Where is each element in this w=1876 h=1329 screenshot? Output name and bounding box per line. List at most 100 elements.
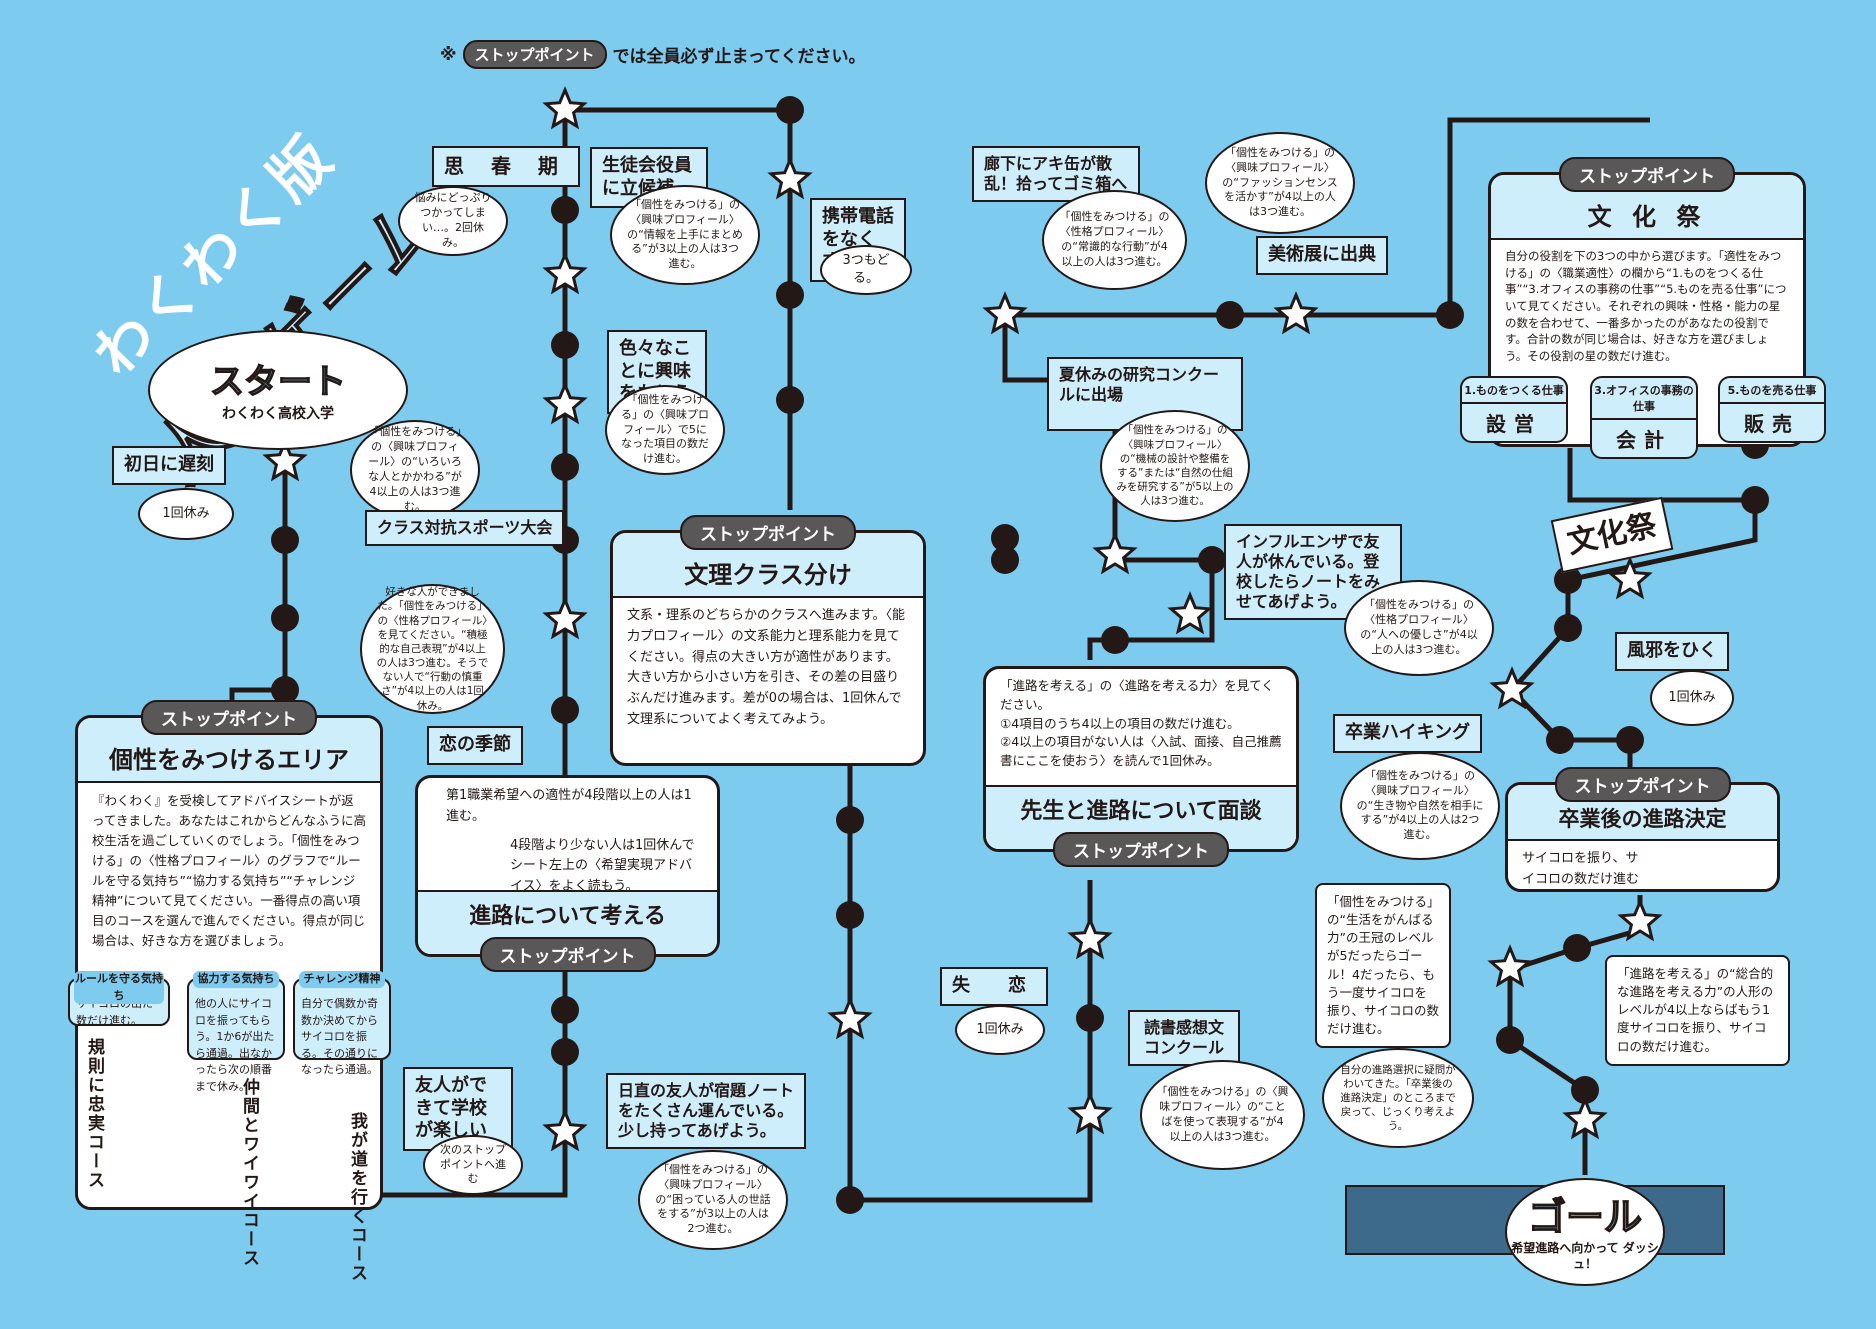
board-space-dot[interactable] <box>551 996 579 1024</box>
effect-sports: 「個性をみつける」の〈興味プロフィール〉の“いろいろな人とかかわる”が4以上の人… <box>350 420 480 520</box>
board-space-dot[interactable] <box>1216 301 1244 329</box>
board-space-dot[interactable] <box>1198 546 1226 574</box>
board-space-dot[interactable] <box>1554 566 1582 594</box>
board-space-dot[interactable] <box>991 546 1019 574</box>
board-event-star[interactable] <box>542 1108 588 1152</box>
stop-title: 進路について考える <box>418 890 717 954</box>
effect-interest: 「個性をみつける」の〈興味プロフィール〉で5になった項目の数だけ進む。 <box>605 385 725 475</box>
effect-cans: 「個性をみつける」の〈性格プロフィール〉の“常識的な行動”が4以上の人は3つ進む… <box>1042 190 1187 290</box>
board-space-dot[interactable] <box>776 281 804 309</box>
board-space-dot[interactable] <box>551 453 579 481</box>
effect-cold: 1回休み <box>1650 670 1734 726</box>
board-space-dot[interactable] <box>991 524 1019 552</box>
board-event-star[interactable] <box>542 381 588 425</box>
board-space-dot[interactable] <box>836 806 864 834</box>
effect-doubt: 自分の進路選択に疑問がわいてきた。「卒業後の進路決定」のところまで戻って、じっく… <box>1322 1048 1474 1148</box>
course-challenge[interactable]: チャレンジ精神 自分で偶数か奇数か決めてからサイコロを振る。その通りになったら通… <box>293 971 391 1076</box>
board-space-dot[interactable] <box>836 1186 864 1214</box>
board-event-star[interactable] <box>982 291 1028 335</box>
board-space-dot[interactable] <box>1563 934 1591 962</box>
board-event-star[interactable] <box>1562 1096 1608 1140</box>
space-essay[interactable]: 読書感想文コンクール <box>1128 1010 1240 1066</box>
board-event-star[interactable] <box>1489 666 1535 710</box>
board-space-dot[interactable] <box>776 96 804 124</box>
board-event-star[interactable] <box>1607 556 1653 600</box>
board-space-dot[interactable] <box>1101 626 1129 654</box>
role-setup[interactable]: 1.ものをつくる仕事 設営 <box>1460 376 1568 443</box>
stop-body: 『わくわく』を受検してアドバイスシートが返ってきました。あなたはこれからどんなふ… <box>92 793 367 948</box>
role-name: 販売 <box>1744 412 1800 436</box>
goal-space[interactable]: ゴール 希望進路へ向かって ダッシュ！ <box>1505 1178 1665 1286</box>
effect-love: 好きな人ができました。「個性をみつける」の〈性格プロフィール〉を見てください。“… <box>360 584 505 714</box>
board-space-dot[interactable] <box>1436 301 1464 329</box>
board-space-dot[interactable] <box>551 196 579 224</box>
space-puberty[interactable]: 思 春 期 <box>432 146 580 187</box>
effect-heartbreak: 1回休み <box>955 1005 1045 1055</box>
board-event-star[interactable] <box>1167 591 1213 635</box>
board-event-star[interactable] <box>262 438 308 482</box>
board-event-star[interactable] <box>1487 944 1533 988</box>
board-space-dot[interactable] <box>836 901 864 929</box>
board-space-dot[interactable] <box>1076 1004 1104 1032</box>
role-sales[interactable]: 5.ものを売る仕事 販売 <box>1718 376 1826 443</box>
board-space-dot[interactable] <box>1616 726 1644 754</box>
space-love[interactable]: 恋の季節 <box>427 726 523 765</box>
space-notebooks[interactable]: 日直の友人が宿題ノートをたくさん運んでいる。少し持ってあげよう。 <box>606 1073 806 1149</box>
course-path-rules: 規則に忠実コース <box>84 1038 104 1190</box>
board-event-star[interactable] <box>827 996 873 1040</box>
board-space-dot[interactable] <box>551 696 579 724</box>
effect-friends: 次のストップポイントへ進む <box>423 1135 523 1195</box>
effect-puberty: 悩みにどっぷりつかってしまい…。2回休み。 <box>398 186 508 256</box>
stop-personality[interactable]: ストップポイント 個性をみつけるエリア 『わくわく』を受検してアドバイスシートが… <box>75 700 383 1210</box>
board-space-dot[interactable] <box>1546 726 1574 754</box>
board-event-star[interactable] <box>1273 291 1319 335</box>
stop-tag: ストップポイント <box>680 515 856 550</box>
effect-flu: 「個性をみつける」の〈性格プロフィール〉の“人への優しさ”が4以上の人は3つ進む… <box>1344 580 1494 676</box>
board-event-star[interactable] <box>1067 916 1113 960</box>
board-event-star[interactable] <box>1067 1091 1113 1135</box>
stop-graduation[interactable]: ストップポイント 卒業後の進路決定 サイコロを振り、サイコロの数だけ進む <box>1505 767 1780 892</box>
space-art[interactable]: 美術展に出典 <box>1256 236 1388 275</box>
stop-body-1: 第1職業希望への適性が4段階以上の人は1進む。 <box>446 788 692 824</box>
board-space-dot[interactable] <box>271 604 299 632</box>
board-space-dot[interactable] <box>551 331 579 359</box>
stop-body: 文系・理系のどちらかのクラスへ進みます。〈能力プロフィール〉の文系能力と理系能力… <box>627 608 905 727</box>
board-event-star[interactable] <box>767 156 813 200</box>
board-space-dot[interactable] <box>1554 614 1582 642</box>
board-space-dot[interactable] <box>1571 1076 1599 1104</box>
board-track <box>847 720 1093 1203</box>
stop-career[interactable]: 第1職業希望への適性が4段階以上の人は1進む。 4段階より少ない人は1回休んでシ… <box>415 775 720 972</box>
space-hiking[interactable]: 卒業ハイキング <box>1333 714 1483 753</box>
start-space[interactable]: スタート わくわく高校入学 <box>148 330 408 450</box>
board-event-star[interactable] <box>542 596 588 640</box>
board-space-dot[interactable] <box>1741 486 1769 514</box>
effect-essay: 「個性をみつける」の〈興味プロフィール〉の“ことばを使って表現する”が4以上の人… <box>1140 1060 1305 1170</box>
board-space-dot[interactable] <box>551 1038 579 1066</box>
space-cans[interactable]: 廊下にアキ缶が散乱！拾ってゴミ箱へ <box>972 146 1140 202</box>
course-text: 他の人にサイコロを振ってもらう。1か6が出たら通過。出なかったら次の順番まで休み… <box>195 997 275 1093</box>
course-cooperate[interactable]: 協力する気持ち 他の人にサイコロを振ってもらう。1か6が出たら通過。出なかったら… <box>187 971 285 1093</box>
stop-body: 「進路を考える」の〈進路を考える力〉を見てください。 ①4項目のうち4以上の項目… <box>1000 678 1282 768</box>
board-event-star[interactable] <box>542 251 588 295</box>
start-subtitle: わくわく高校入学 <box>222 406 334 422</box>
board-space-dot[interactable] <box>271 676 299 704</box>
space-heartbreak[interactable]: 失 恋 <box>940 967 1048 1006</box>
space-cold[interactable]: 風邪をひく <box>1615 632 1729 671</box>
role-accounting[interactable]: 3.オフィスの事務の仕事 会計 <box>1590 376 1698 459</box>
goal-subtitle: 希望進路へ向かって ダッシュ！ <box>1511 1241 1659 1271</box>
course-rules[interactable]: ルールを守る気持ち サイコロの出た数だけ進む。 <box>68 971 170 1027</box>
board-space-dot[interactable] <box>1496 1026 1524 1054</box>
board-event-star[interactable] <box>1092 531 1138 575</box>
stop-bunri[interactable]: ストップポイント 文理クラス分け 文系・理系のどちらかのクラスへ進みます。〈能力… <box>610 515 926 766</box>
board-track <box>1508 448 1758 770</box>
space-late[interactable]: 初日に遅刻 <box>112 446 226 485</box>
board-space-dot[interactable] <box>271 526 299 554</box>
space-sports[interactable]: クラス対抗スポーツ大会 <box>365 510 565 546</box>
board-event-star[interactable] <box>1617 898 1663 942</box>
board-event-star[interactable] <box>542 86 588 130</box>
stop-interview[interactable]: 「進路を考える」の〈進路を考える力〉を見てください。 ①4項目のうち4以上の項目… <box>983 666 1299 867</box>
role-head: 5.ものを売る仕事 <box>1720 378 1824 404</box>
board-space-dot[interactable] <box>776 386 804 414</box>
stop-tag: ストップポイント <box>141 700 317 735</box>
